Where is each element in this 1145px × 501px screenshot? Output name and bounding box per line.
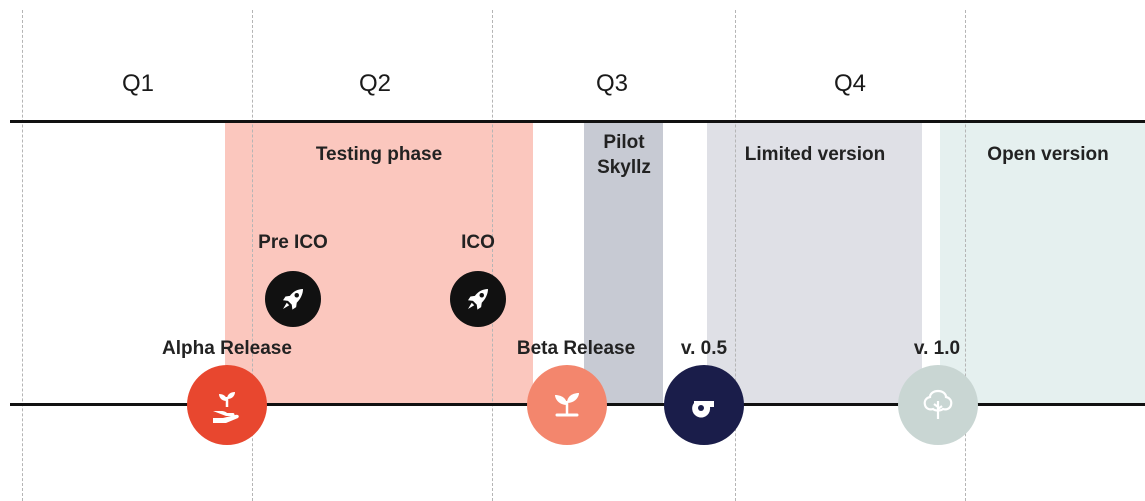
v05-label: v. 0.5	[680, 338, 728, 359]
quarter-label-q4: Q4	[833, 70, 867, 97]
v05-marker	[664, 365, 744, 445]
ico-label: ICO	[461, 232, 495, 253]
whistle-icon	[684, 385, 724, 425]
pre-ico-label: Pre ICO	[258, 232, 328, 253]
testing-phase-label: Testing phase	[315, 144, 443, 165]
quarter-divider	[22, 10, 23, 501]
pre-ico-marker	[265, 271, 321, 327]
beta-release-marker	[527, 365, 607, 445]
quarter-divider	[252, 10, 253, 501]
testing-phase-band	[225, 123, 533, 405]
limited-version-label: Limited version	[744, 144, 886, 165]
tree-icon	[918, 385, 958, 425]
open-version-band	[940, 123, 1145, 405]
quarter-divider	[735, 10, 736, 501]
beta-release-label: Beta Release	[516, 338, 636, 359]
open-version-label: Open version	[987, 144, 1109, 165]
sprout-icon	[547, 385, 587, 425]
quarter-label-q2: Q2	[358, 70, 392, 97]
rocket-icon	[463, 284, 493, 314]
hand-sprout-icon	[207, 385, 247, 425]
quarter-label-q1: Q1	[121, 70, 155, 97]
v10-marker	[898, 365, 978, 445]
rocket-icon	[278, 284, 308, 314]
v10-label: v. 1.0	[913, 338, 961, 359]
quarter-divider	[492, 10, 493, 501]
alpha-release-marker	[187, 365, 267, 445]
quarter-label-q3: Q3	[595, 70, 629, 97]
quarter-divider	[965, 10, 966, 501]
ico-marker	[450, 271, 506, 327]
timeline-top-line	[10, 120, 1145, 123]
pilot-phase-label: Pilot Skyllz	[597, 132, 651, 178]
pilot-phase-band	[584, 123, 663, 405]
alpha-release-label: Alpha Release	[162, 338, 292, 359]
limited-version-band	[707, 123, 922, 405]
